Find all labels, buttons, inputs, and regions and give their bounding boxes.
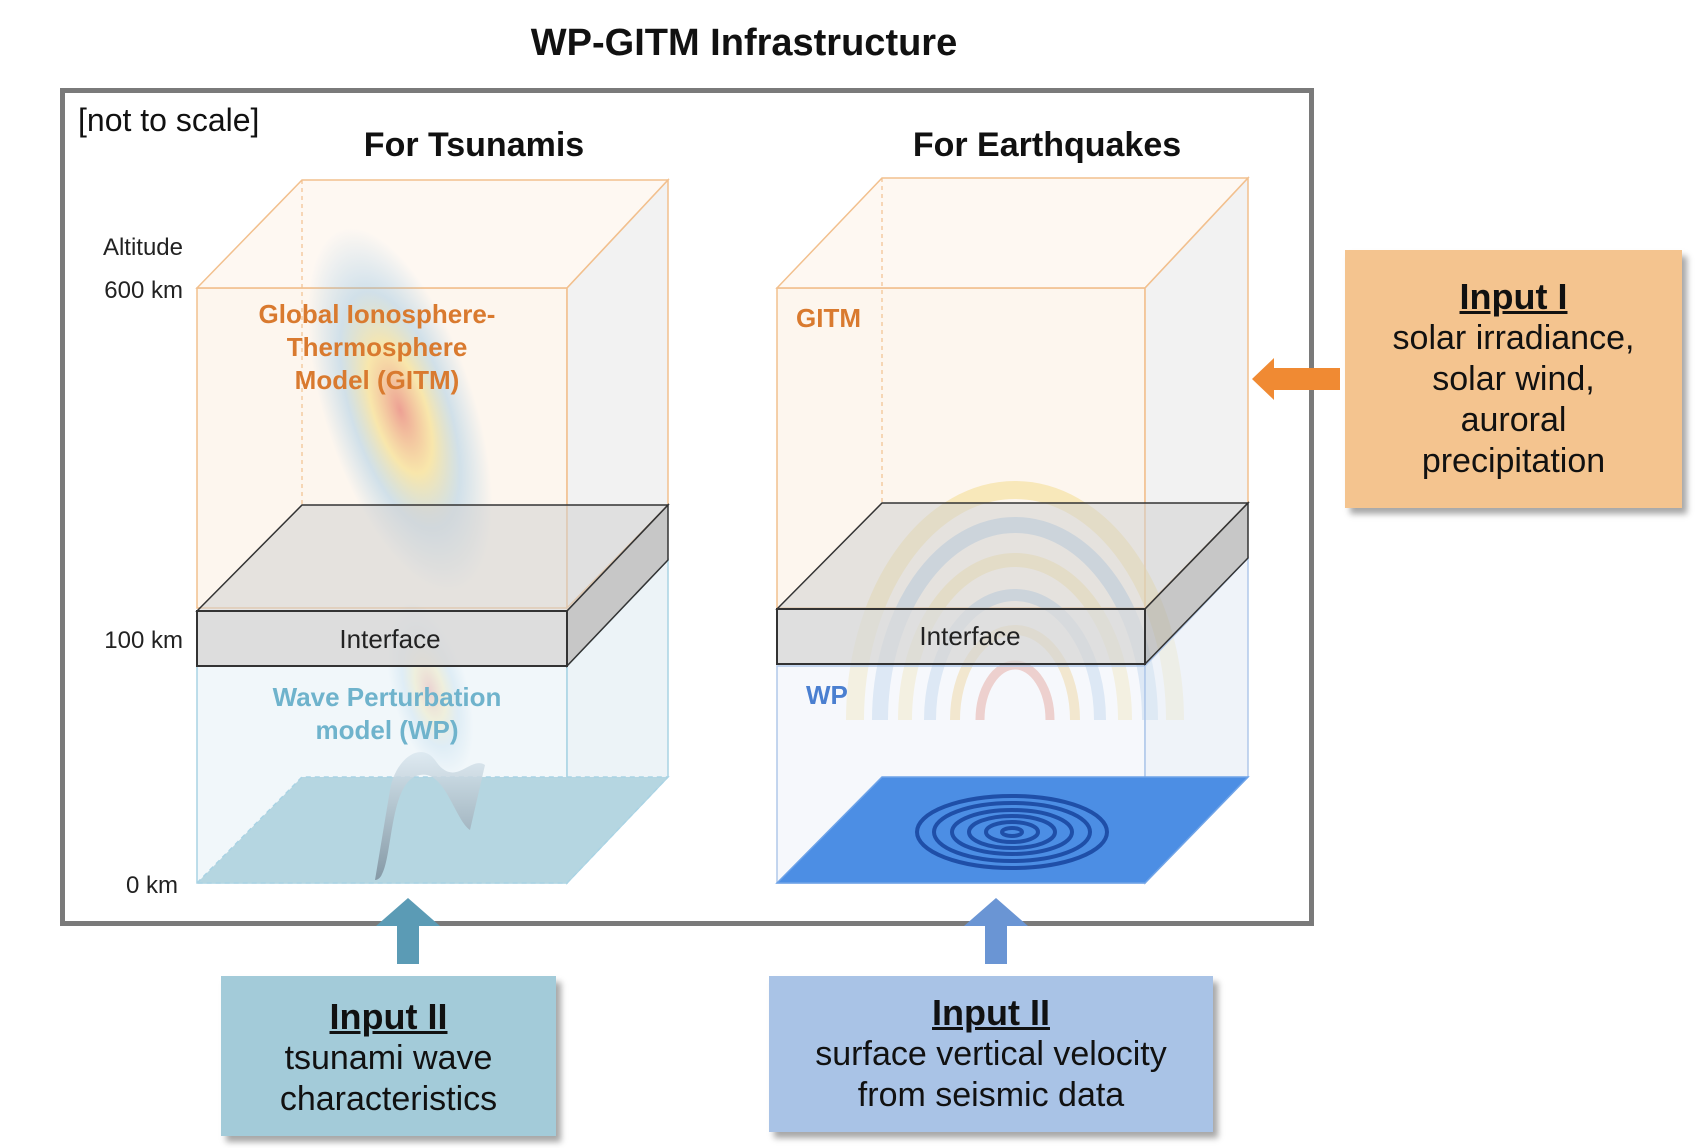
earthquake-interface-front [776,608,1146,665]
input1-heading: Input I [1459,276,1568,317]
earthquake-ripples [915,794,1109,870]
input1-arrow [1252,358,1340,400]
tsunami-gitm-label-line3: Model (GITM) [295,365,460,395]
input2-tsunami-line1: tsunami wave [284,1039,493,1077]
tsunami-interface-front [196,610,568,667]
earthquake-column [775,176,1250,885]
input1-line1: solar irradiance, [1392,319,1635,357]
input2-tsunami-arrow [376,898,440,964]
altitude-axis-title: Altitude [103,234,183,261]
earthquake-gitm-label: GITM [796,303,861,333]
earthquake-interface-label: Interface [919,621,1020,651]
input2-earthquake-box: Input II surface vertical velocity from … [769,976,1213,1132]
altitude-tick-0: 0 km [126,872,178,899]
diagram-frame [60,88,1314,926]
tsunami-panel-heading: For Tsunamis [364,126,584,164]
input2-earthquake-line2: from seismic data [857,1076,1125,1114]
input1-line4: precipitation [1421,442,1606,480]
earthquake-wp-label: WP [806,680,848,710]
tsunami-wp-label-line1: Wave Perturbation [273,682,502,712]
diagram-title: WP-GITM Infrastructure [530,22,958,64]
input2-tsunami-box: Input II tsunami wave characteristics [221,976,556,1136]
input2-earthquake-arrow [964,898,1028,964]
tsunami-wp-label-line2: model (WP) [316,715,459,745]
tsunami-gitm-label-line2: Thermosphere [287,332,468,362]
input2-earthquake-heading: Input II [932,992,1050,1033]
input2-tsunami-line2: characteristics [279,1080,498,1118]
not-to-scale-note: [not to scale] [78,102,259,138]
input2-earthquake-line1: surface vertical velocity [815,1035,1167,1073]
input1-line2: solar wind, [1432,360,1595,398]
tsunami-perturbation-plume [307,227,493,593]
tsunami-wave-shape [375,751,485,880]
tsunami-ocean-floor [195,776,670,884]
altitude-tick-600: 600 km [104,277,183,304]
altitude-tick-100: 100 km [104,627,183,654]
earthquake-panel-heading: For Earthquakes [913,126,1181,164]
input1-line3: auroral [1460,401,1567,439]
tsunami-interface-label: Interface [339,624,440,654]
input2-tsunami-heading: Input II [329,996,448,1037]
tsunami-gitm-label-line1: Global Ionosphere- [259,299,496,329]
tsunami-column [195,178,670,885]
input1-box: Input I solar irradiance, solar wind, au… [1345,250,1682,508]
